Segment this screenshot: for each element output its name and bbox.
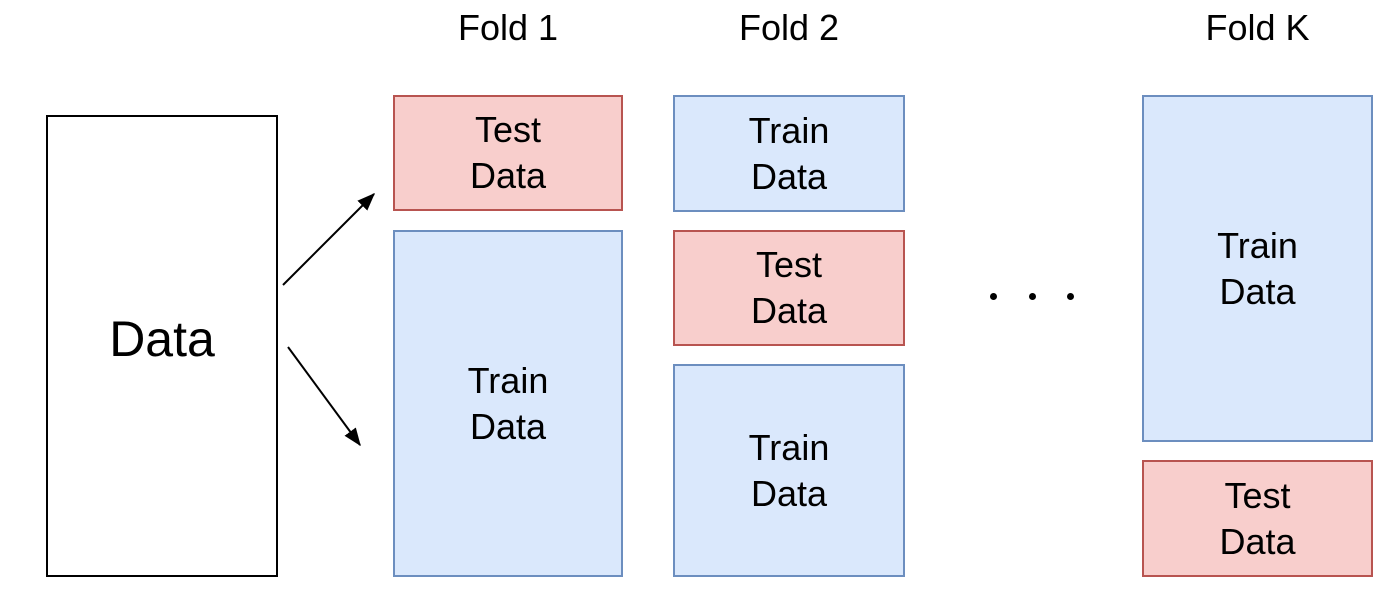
box-label-line: Train xyxy=(748,426,830,468)
foldK-train-box: Train Data xyxy=(1142,95,1373,442)
fold2-test-box: Test Data xyxy=(673,230,905,346)
fold1-test-box: Test Data xyxy=(393,95,623,211)
box-label-line: Data xyxy=(1219,270,1296,312)
fold2-train-bottom-label: Train Data xyxy=(749,425,830,517)
ellipsis-dot xyxy=(1067,293,1074,300)
box-label-line: Train xyxy=(1217,224,1298,266)
ellipsis-dot xyxy=(1029,293,1036,300)
box-label-line: Data xyxy=(1219,520,1296,562)
box-label-line: Data xyxy=(750,290,828,331)
box-label-line: Data xyxy=(750,472,828,514)
box-label-line: Data xyxy=(750,155,828,197)
foldK-title: Fold K xyxy=(1205,7,1310,48)
fold2-test-label: Test Data xyxy=(751,242,827,334)
box-label-line: Test xyxy=(1224,474,1291,516)
box-label-line: Test xyxy=(474,109,541,150)
box-label-line: Train xyxy=(748,109,830,151)
box-label-line: Test xyxy=(755,244,822,285)
fold1-test-label: Test Data xyxy=(470,107,546,199)
box-label-line: Data xyxy=(469,405,547,447)
box-label-line: Data xyxy=(469,155,547,196)
data-box: Data xyxy=(46,115,278,577)
foldK-test-label: Test Data xyxy=(1219,473,1295,565)
fold1-train-box: Train Data xyxy=(393,230,623,577)
foldK-test-box: Test Data xyxy=(1142,460,1373,577)
ellipsis-dot xyxy=(990,293,997,300)
fold1-train-label: Train Data xyxy=(468,358,549,450)
fold2-title: Fold 2 xyxy=(738,7,840,48)
fold2-train-top-label: Train Data xyxy=(749,108,830,200)
arrow-to-train-icon xyxy=(287,346,361,447)
box-label-line: Train xyxy=(467,359,549,401)
fold1-title: Fold 1 xyxy=(457,7,559,48)
arrow-to-test-icon xyxy=(282,193,375,286)
fold2-train-top-box: Train Data xyxy=(673,95,905,212)
data-box-label: Data xyxy=(109,311,215,367)
foldK-train-label: Train Data xyxy=(1217,223,1298,315)
fold2-train-bottom-box: Train Data xyxy=(673,364,905,577)
